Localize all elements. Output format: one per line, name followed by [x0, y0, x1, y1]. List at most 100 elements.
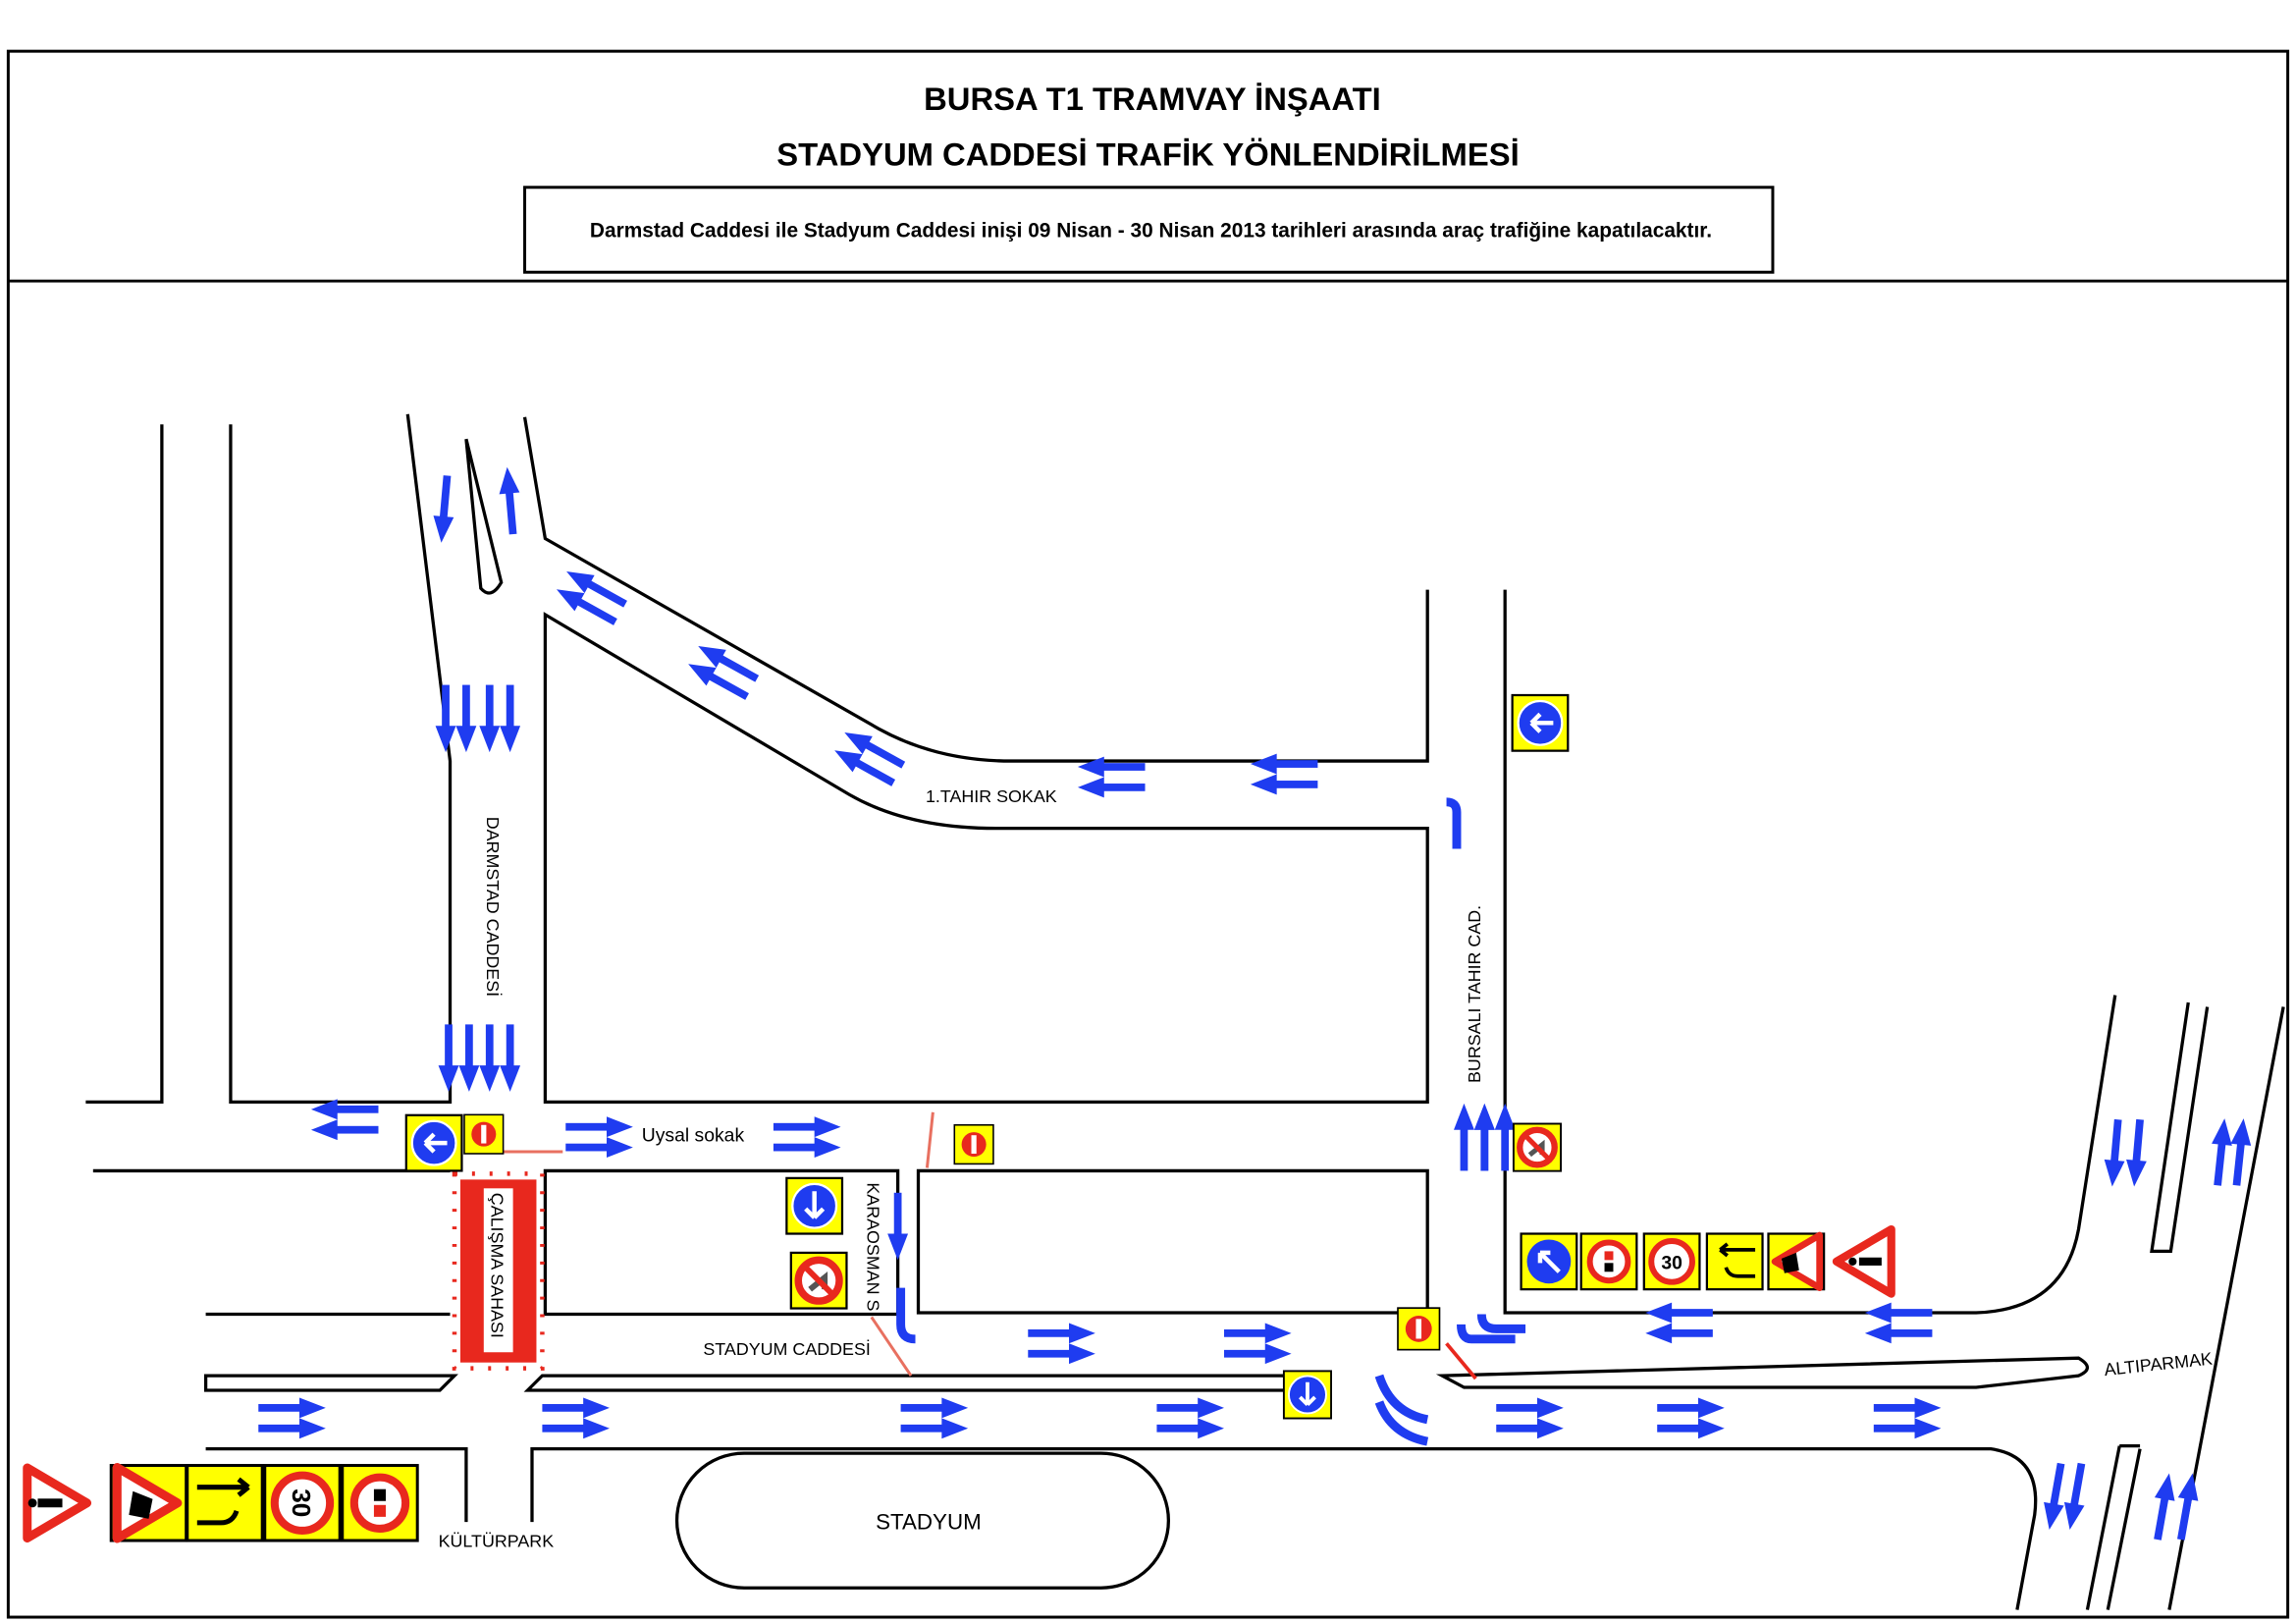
- turn-arrow: [1476, 1314, 1526, 1333]
- sign-no-turn-karaosman: [789, 1251, 848, 1310]
- label-karaosman: KARAOSMAN S.: [863, 1182, 882, 1316]
- notice-box: [523, 186, 1775, 274]
- traffic-direction-arrow: [900, 1418, 969, 1439]
- sign-danger-west: [27, 1468, 87, 1539]
- traffic-direction-arrow: [887, 1192, 909, 1261]
- turn-arrow: [1446, 797, 1462, 849]
- traffic-direction-arrow: [1224, 1343, 1292, 1365]
- traffic-direction-arrow: [438, 1024, 459, 1092]
- traffic-direction-arrow: [1496, 1397, 1564, 1419]
- traffic-direction-arrow: [431, 474, 457, 544]
- traffic-direction-arrow: [1645, 1302, 1713, 1324]
- traffic-direction-arrow: [455, 684, 477, 753]
- label-stadyum: STADYUM: [876, 1510, 982, 1535]
- traffic-direction-arrow: [1454, 1103, 1474, 1171]
- traffic-direction-arrow: [2102, 1118, 2129, 1188]
- sign-no-entry-west: [341, 1464, 419, 1542]
- turn-arrow: [896, 1287, 916, 1344]
- traffic-direction-arrow: [1156, 1418, 1225, 1439]
- traffic-direction-arrow: [565, 1137, 633, 1159]
- traffic-direction-arrow: [542, 1397, 610, 1419]
- label-bursali-tahir: BURSALI TAHIR CAD.: [1465, 905, 1484, 1083]
- sign-group-west: 30: [27, 1464, 419, 1542]
- turn-arrow: [1374, 1374, 1429, 1425]
- sign-lane-merge-east: [1705, 1232, 1764, 1291]
- label-stadyum-caddesi: STADYUM CADDESİ: [703, 1339, 870, 1359]
- sign-speed-limit-east: 30: [1642, 1232, 1701, 1291]
- sign-turn-down-karaosman: [785, 1176, 844, 1235]
- drawing-frame: [6, 49, 2290, 1619]
- traffic-direction-arrow: [773, 1137, 841, 1159]
- sign-keep-left-diagonal: [1520, 1232, 1578, 1291]
- closure-notice: Darmstad Caddesi ile Stadyum Caddesi ini…: [590, 219, 1712, 242]
- traffic-direction-arrow: [1496, 1418, 1564, 1439]
- traffic-arrows: [258, 465, 2254, 1542]
- speed-limit-value: 30: [1661, 1252, 1682, 1273]
- traffic-direction-arrow: [258, 1418, 326, 1439]
- traffic-direction-arrow: [542, 1418, 610, 1439]
- traffic-direction-arrow: [500, 1024, 521, 1092]
- sign-speed-limit-west: 30: [263, 1464, 342, 1542]
- traffic-direction-arrow: [2170, 1471, 2203, 1542]
- speed-limit-value: 30: [287, 1488, 316, 1517]
- sign-keep-left-uysal: [404, 1113, 463, 1172]
- sign-keep-left-bursali: [1511, 693, 1570, 752]
- sign-no-entry-east: [1579, 1232, 1638, 1291]
- label-uysal-sokak: Uysal sokak: [642, 1125, 745, 1147]
- work-zone: ÇALIŞMA SAHASI: [452, 1171, 545, 1371]
- traffic-direction-arrow: [2039, 1461, 2071, 1532]
- turn-arrow: [1457, 1324, 1516, 1344]
- label-tahir-sokak: 1.TAHIR SOKAK: [926, 786, 1057, 806]
- turn-arrow: [1374, 1400, 1429, 1446]
- traffic-direction-arrow: [1657, 1418, 1725, 1439]
- traffic-direction-arrow: [1473, 1103, 1495, 1171]
- sign-danger-east: [1837, 1229, 1892, 1294]
- label-darmstad-caddesi: DARMSTAD CADDESİ: [483, 817, 503, 997]
- traffic-direction-arrow: [900, 1397, 969, 1419]
- work-zone-label: ÇALIŞMA SAHASI: [487, 1193, 507, 1338]
- title-line-2: STADYUM CADDESİ TRAFİK YÖNLENDİRİLMESİ: [776, 135, 1519, 172]
- traffic-direction-arrow: [258, 1397, 326, 1419]
- traffic-direction-arrow: [773, 1116, 841, 1138]
- label-altiparmak: ALTIPARMAK: [2104, 1349, 2214, 1380]
- traffic-direction-arrow: [1657, 1397, 1725, 1419]
- sign-group-east: 30: [1520, 1229, 1892, 1294]
- sign-no-entry-stadyum: [1397, 1307, 1441, 1351]
- traffic-direction-arrow: [500, 684, 521, 753]
- traffic-direction-arrow: [1873, 1418, 1942, 1439]
- traffic-direction-arrow: [1028, 1323, 1095, 1344]
- sign-no-entry-karaosman: [953, 1123, 994, 1165]
- traffic-direction-arrow: [1028, 1343, 1095, 1365]
- sign-no-turn-bursali: [1512, 1122, 1563, 1172]
- traffic-direction-arrow: [2147, 1471, 2180, 1542]
- traffic-direction-arrow: [1864, 1323, 1933, 1344]
- traffic-direction-arrow: [2207, 1117, 2235, 1187]
- traffic-direction-arrow: [310, 1119, 379, 1141]
- sign-road-works-east: [1767, 1234, 1826, 1290]
- traffic-direction-arrow: [2226, 1117, 2254, 1187]
- title-line-1: BURSA T1 TRAMVAY İNŞAATI: [924, 81, 1381, 117]
- label-kulturpark: KÜLTÜRPARK: [439, 1531, 555, 1550]
- traffic-direction-arrow: [1224, 1323, 1292, 1344]
- traffic-direction-arrow: [479, 1024, 501, 1092]
- traffic-direction-arrow: [565, 1116, 633, 1138]
- traffic-direction-arrow: [1494, 1103, 1516, 1171]
- traffic-direction-arrow: [1645, 1323, 1713, 1344]
- traffic-direction-arrow: [2059, 1461, 2092, 1532]
- sign-no-entry-uysal: [463, 1113, 505, 1155]
- traffic-direction-arrow: [1873, 1397, 1942, 1419]
- traffic-direction-arrow: [458, 1024, 480, 1092]
- traffic-direction-arrow: [435, 684, 456, 753]
- sign-turn-down-stadyum: [1282, 1370, 1332, 1420]
- stadium-outline: [674, 1451, 1171, 1590]
- sign-road-works-west: [109, 1466, 188, 1541]
- traffic-direction-arrow: [1156, 1397, 1225, 1419]
- traffic-direction-arrow: [497, 465, 524, 535]
- traffic-direction-arrow: [1250, 753, 1318, 775]
- traffic-direction-arrow: [1250, 774, 1318, 795]
- sign-lane-shift-west: [186, 1464, 264, 1542]
- traffic-direction-arrow: [1077, 777, 1146, 798]
- traffic-direction-arrow: [2123, 1118, 2151, 1188]
- traffic-direction-arrow: [1864, 1302, 1933, 1324]
